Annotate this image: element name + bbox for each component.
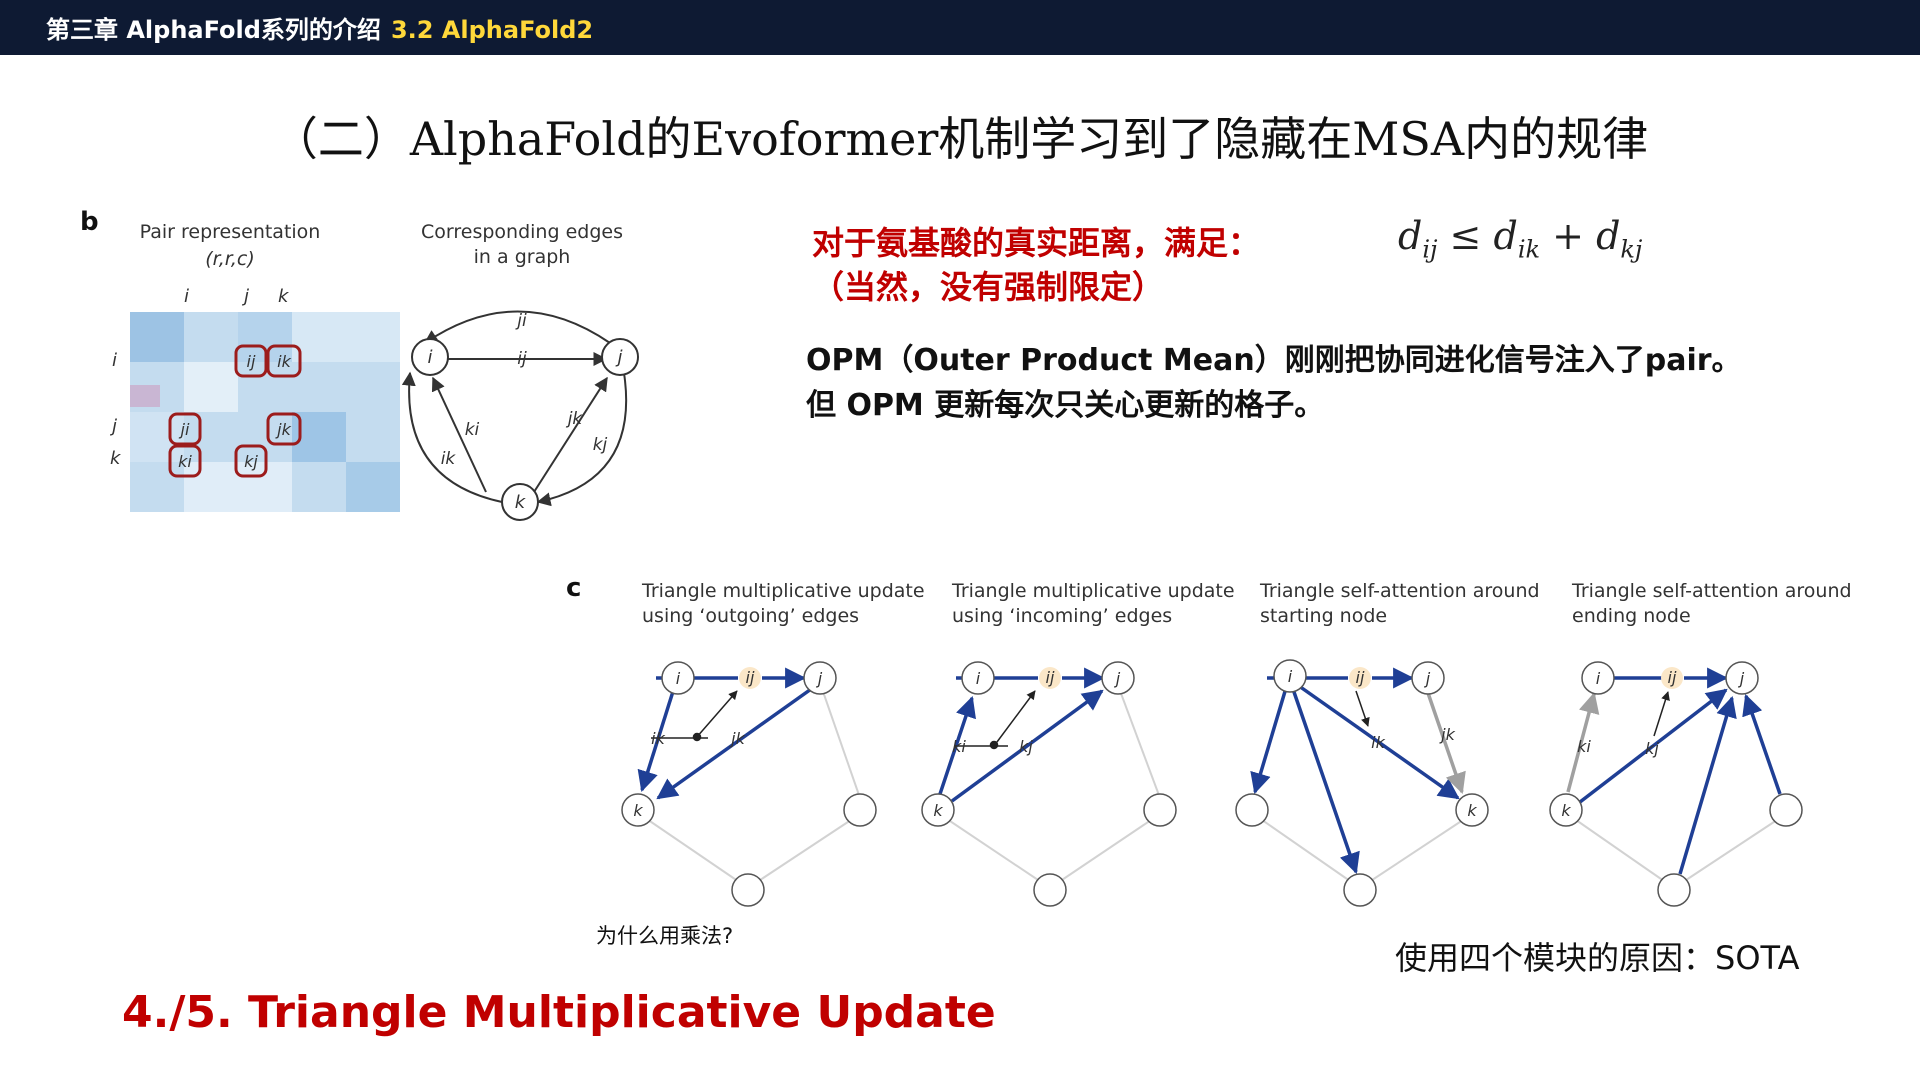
four-modules-note: 使用四个模块的原因：SOTA: [1395, 939, 1800, 977]
svg-text:i: i: [976, 669, 981, 688]
chapter-heading: 第三章 AlphaFold系列的介绍 3.2 AlphaFold2: [46, 10, 593, 45]
panel-starting-node: Triangle self-attention around starting …: [1235, 580, 1540, 907]
svg-text:k: k: [1561, 801, 1571, 820]
svg-text:jk: jk: [729, 729, 745, 748]
svg-text:ki: ki: [952, 737, 966, 756]
svg-text:jk: jk: [1439, 725, 1455, 744]
svg-text:i: i: [1288, 667, 1293, 686]
figure-b: b Pair representation (r,r,c) Correspond…: [80, 207, 639, 521]
svg-text:starting node: starting node: [1260, 605, 1387, 627]
svg-text:ij: ij: [746, 668, 755, 687]
svg-text:ij: ij: [1668, 668, 1677, 687]
svg-text:ik: ik: [441, 449, 457, 469]
pair-title: Pair representation: [140, 221, 321, 243]
constraint-line-2: （当然，没有强制限定）: [812, 268, 1165, 306]
svg-text:ki: ki: [1577, 737, 1591, 756]
svg-text:j: j: [109, 416, 117, 437]
pair-subtitle: (r,r,c): [205, 248, 255, 270]
graph-title: Corresponding edges: [421, 221, 623, 243]
panel-ending-node: Triangle self-attention around ending no…: [1549, 580, 1852, 907]
panel-incoming: Triangle multiplicative update using ‘in…: [921, 580, 1235, 907]
svg-text:kj: kj: [1019, 737, 1033, 756]
svg-text:ik: ik: [651, 729, 665, 748]
svg-text:k: k: [110, 448, 122, 469]
svg-text:k: k: [515, 492, 527, 513]
figure-c: c Triangle multiplicative update using ‘…: [566, 573, 1852, 907]
svg-text:k: k: [278, 286, 290, 307]
opm-line-1: OPM（Outer Product Mean）刚刚把协同进化信号注入了pair。: [806, 343, 1742, 378]
svg-text:kj: kj: [1645, 739, 1659, 758]
svg-text:ij: ij: [247, 352, 256, 371]
svg-text:ij: ij: [1356, 668, 1365, 687]
panel-c-label: c: [566, 573, 581, 603]
panel-b-label: b: [80, 207, 99, 237]
svg-text:ji: ji: [179, 420, 190, 439]
slide-title: （二）AlphaFold的Evoformer机制学习到了隐藏在MSA内的规律: [271, 112, 1649, 166]
svg-text:k: k: [633, 801, 643, 820]
svg-text:j: j: [614, 347, 622, 368]
svg-text:using ‘incoming’ edges: using ‘incoming’ edges: [952, 605, 1172, 627]
section-label: 3.2 AlphaFold2: [390, 16, 594, 44]
svg-text:j: j: [816, 669, 823, 688]
panel-outgoing: Triangle multiplicative update using ‘ou…: [621, 580, 925, 907]
svg-text:jk: jk: [566, 409, 584, 429]
svg-text:ending node: ending node: [1572, 605, 1691, 627]
svg-text:ik: ik: [1371, 733, 1385, 752]
svg-text:ij: ij: [1046, 668, 1055, 687]
chapter-label: 第三章 AlphaFold系列的介绍: [46, 16, 381, 44]
svg-text:k: k: [1467, 801, 1477, 820]
svg-text:using ‘outgoing’ edges: using ‘outgoing’ edges: [642, 605, 859, 627]
top-bar: 第三章 AlphaFold系列的介绍 3.2 AlphaFold2: [0, 0, 1920, 55]
svg-text:j: j: [1114, 669, 1121, 688]
svg-text:Triangle multiplicative update: Triangle multiplicative update: [951, 580, 1235, 602]
svg-text:j: j: [241, 286, 249, 307]
why-multiply-note: 为什么用乘法?: [596, 924, 734, 948]
svg-text:ki: ki: [178, 452, 192, 471]
svg-text:i: i: [112, 350, 117, 371]
svg-text:ki: ki: [465, 420, 480, 440]
svg-text:ij: ij: [517, 349, 527, 369]
svg-text:kj: kj: [593, 435, 608, 455]
svg-text:ji: ji: [515, 311, 527, 331]
section-heading: 4./5. Triangle Multiplicative Update: [122, 987, 996, 1038]
svg-text:i: i: [427, 347, 432, 368]
svg-text:kj: kj: [244, 452, 258, 471]
svg-text:i: i: [184, 286, 189, 307]
svg-text:ik: ik: [277, 352, 291, 371]
graph-subtitle: in a graph: [474, 246, 571, 268]
constraint-line-1: 对于氨基酸的真实距离，满足：: [812, 224, 1261, 262]
pair-grid: [130, 312, 400, 512]
svg-text:Triangle self-attention around: Triangle self-attention around: [1259, 580, 1540, 602]
svg-text:i: i: [1596, 669, 1601, 688]
svg-text:Triangle self-attention around: Triangle self-attention around: [1571, 580, 1852, 602]
svg-text:i: i: [676, 669, 681, 688]
edge-graph: [401, 310, 628, 507]
opm-line-2: 但 OPM 更新每次只关心更新的格子。: [806, 388, 1325, 423]
triangle-inequality-formula: dij ≤ dik + dkj: [1398, 214, 1643, 264]
svg-text:j: j: [1424, 669, 1431, 688]
svg-text:jk: jk: [275, 420, 291, 439]
svg-text:j: j: [1738, 669, 1745, 688]
svg-text:Triangle multiplicative update: Triangle multiplicative update: [641, 580, 925, 602]
svg-text:k: k: [933, 801, 943, 820]
